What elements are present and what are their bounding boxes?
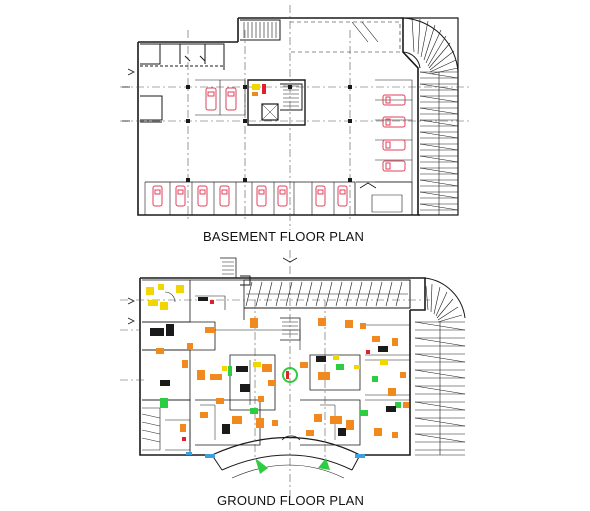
basement-core-furniture <box>252 84 266 96</box>
ground-furniture <box>146 284 409 474</box>
basement-floor-plan <box>120 5 470 230</box>
basement-floor-plan-title: BASEMENT FLOOR PLAN <box>203 229 365 244</box>
ground-floor-plan-title: GROUND FLOOR PLAN <box>217 493 365 508</box>
ground-curved-ramp <box>414 277 466 456</box>
basement-parked-cars <box>152 87 406 207</box>
ground-floor-plan <box>120 250 430 500</box>
basement-curved-ramp <box>402 17 459 215</box>
